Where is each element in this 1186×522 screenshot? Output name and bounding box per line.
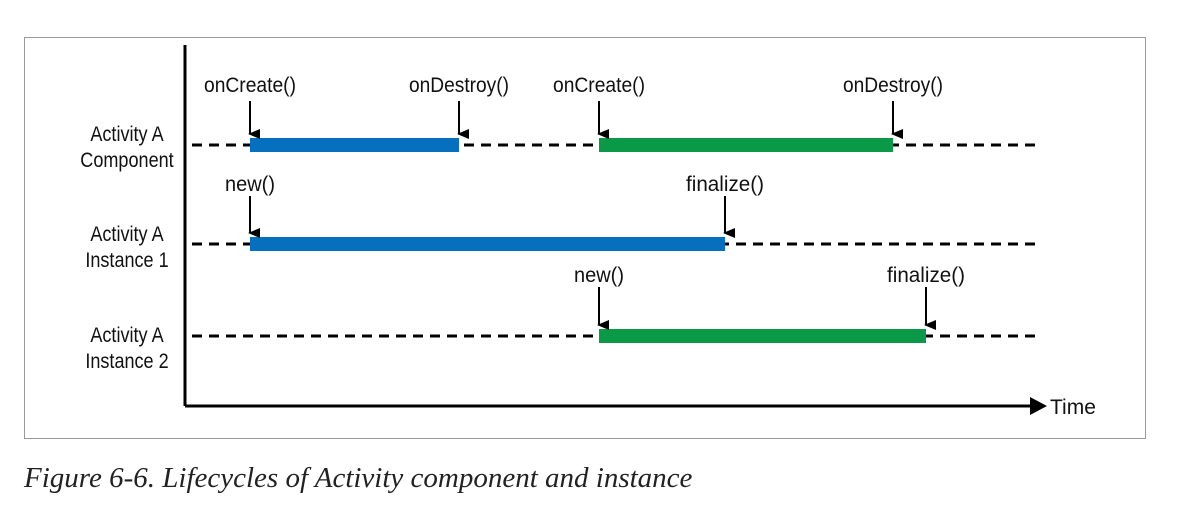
component-lifetime-bar-1 bbox=[250, 138, 459, 152]
comp-destroy-1-label: onDestroy() bbox=[409, 74, 509, 97]
row-label-instance2-line1: Activity A bbox=[90, 324, 164, 347]
row-label-component-line2: Component bbox=[80, 149, 174, 172]
component-lifetime-bar-2 bbox=[599, 138, 893, 152]
instance2-lifetime-bar bbox=[599, 329, 926, 343]
row-label-instance1-line2: Instance 1 bbox=[85, 249, 169, 272]
instance1-lifetime-bar bbox=[250, 237, 725, 251]
row-label-component-line1: Activity A bbox=[90, 123, 164, 146]
row-label-instance1: Activity A Instance 1 bbox=[75, 222, 178, 274]
row-label-instance2: Activity A Instance 2 bbox=[75, 323, 178, 375]
diagram-frame bbox=[24, 37, 1146, 439]
x-axis-arrowhead bbox=[1030, 397, 1047, 415]
row-label-instance1-line1: Activity A bbox=[90, 223, 164, 246]
inst1-new-label: new() bbox=[225, 173, 275, 196]
inst2-new-label: new() bbox=[574, 264, 624, 287]
row-label-component: Activity A Component bbox=[75, 122, 178, 174]
comp-destroy-2-label: onDestroy() bbox=[843, 74, 943, 97]
comp-create-2-label: onCreate() bbox=[553, 74, 645, 97]
row-label-instance2-line2: Instance 2 bbox=[85, 350, 169, 373]
comp-create-1-label: onCreate() bbox=[204, 74, 296, 97]
figure-caption: Figure 6-6. Lifecycles of Activity compo… bbox=[24, 462, 693, 494]
inst1-finalize-label: finalize() bbox=[686, 173, 764, 196]
time-axis-label: Time bbox=[1050, 396, 1096, 419]
inst2-finalize-label: finalize() bbox=[887, 264, 965, 287]
